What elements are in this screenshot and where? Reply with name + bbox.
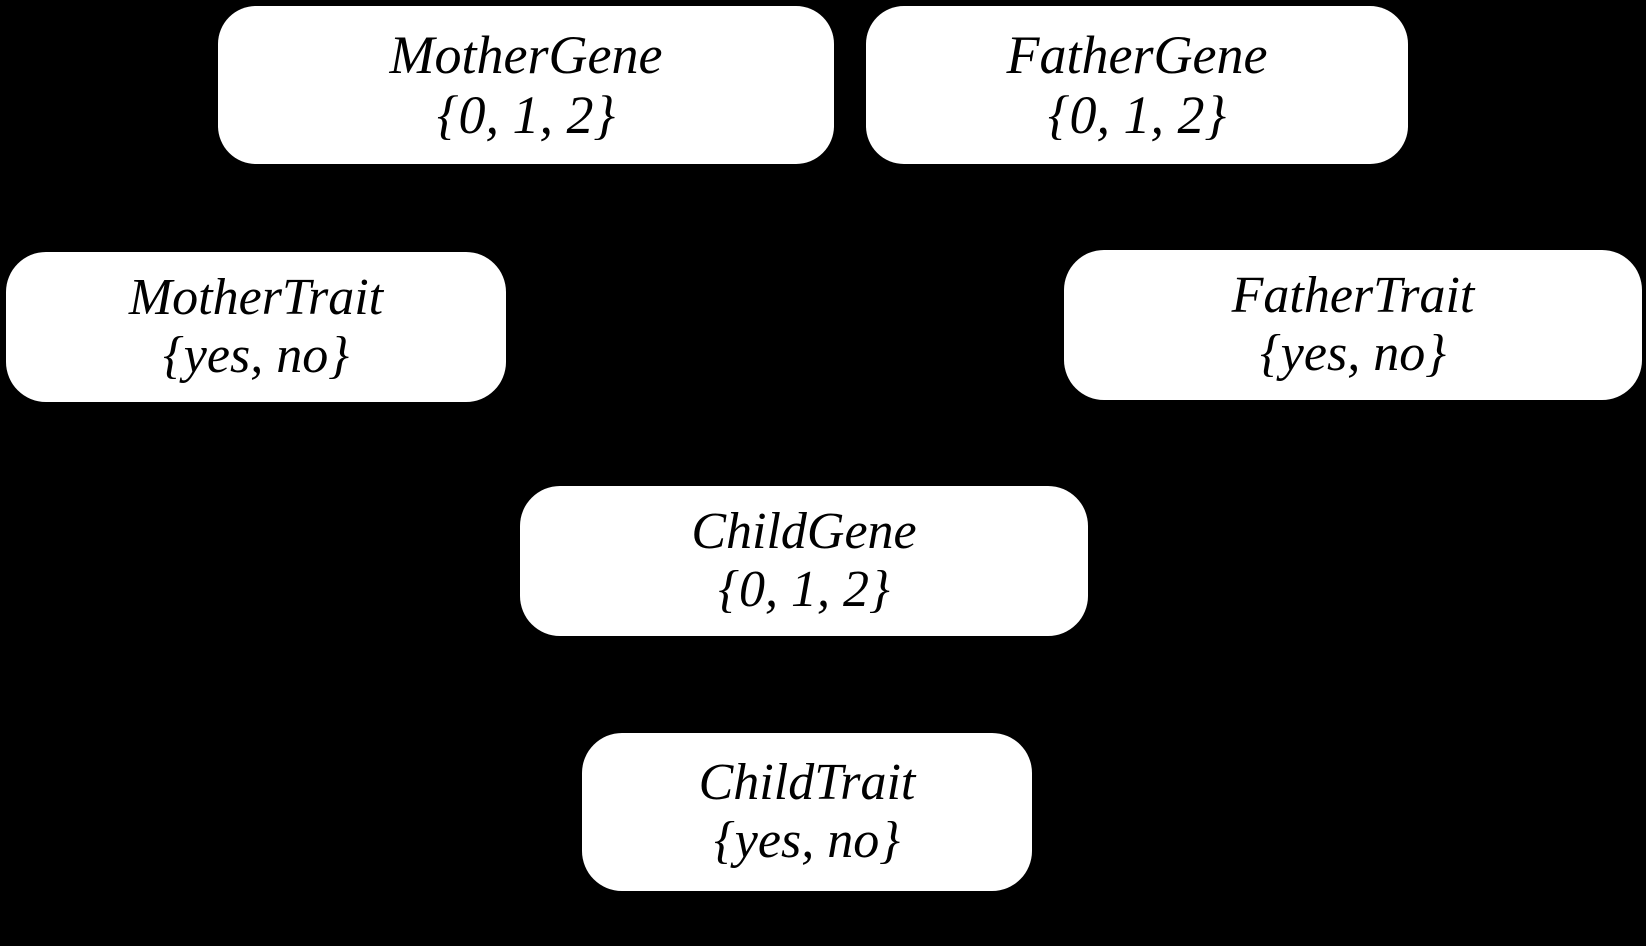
node-father-gene-label: FatherGene xyxy=(1006,24,1268,85)
node-child-gene-label: ChildGene xyxy=(691,502,917,560)
node-child-gene[interactable]: ChildGene {0, 1, 2} xyxy=(520,486,1088,636)
node-child-trait[interactable]: ChildTrait {yes, no} xyxy=(582,733,1032,891)
node-father-trait-label: FatherTrait xyxy=(1231,266,1475,324)
node-child-gene-domain: {0, 1, 2} xyxy=(718,561,890,618)
node-child-trait-domain: {yes, no} xyxy=(714,812,900,869)
node-mother-trait-domain: {yes, no} xyxy=(163,327,349,384)
node-father-gene[interactable]: FatherGene {0, 1, 2} xyxy=(866,6,1408,164)
node-mother-trait-label: MotherTrait xyxy=(128,268,384,326)
node-mother-gene-domain: {0, 1, 2} xyxy=(436,85,616,145)
node-mother-gene[interactable]: MotherGene {0, 1, 2} xyxy=(218,6,834,164)
node-child-trait-label: ChildTrait xyxy=(698,753,916,811)
node-father-trait-domain: {yes, no} xyxy=(1260,325,1446,382)
node-father-trait[interactable]: FatherTrait {yes, no} xyxy=(1064,250,1642,400)
node-mother-trait[interactable]: MotherTrait {yes, no} xyxy=(6,252,506,402)
node-father-gene-domain: {0, 1, 2} xyxy=(1047,85,1227,145)
node-mother-gene-label: MotherGene xyxy=(389,24,663,85)
